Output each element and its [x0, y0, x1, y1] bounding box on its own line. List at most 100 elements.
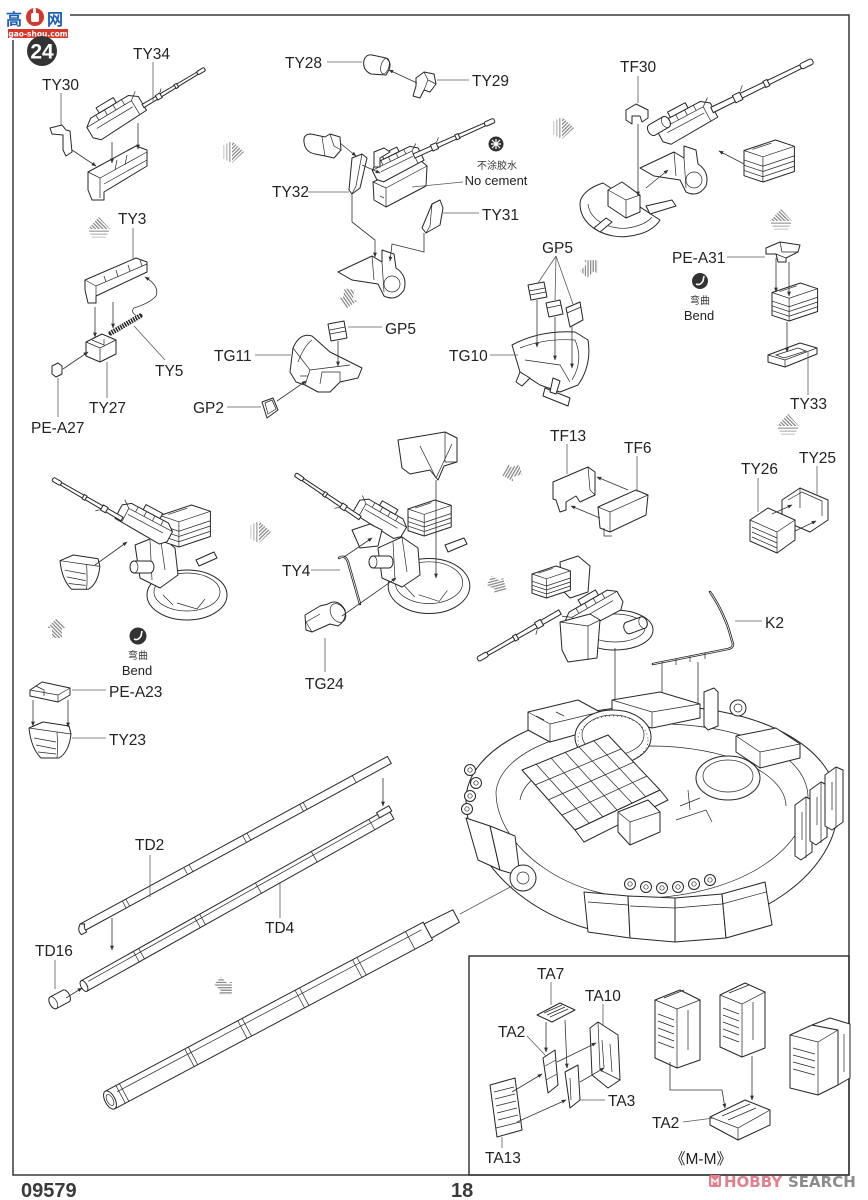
- receiver-body-part: [88, 146, 147, 200]
- turret-body: [462, 688, 844, 942]
- part-label-tg11: TG11: [214, 348, 252, 365]
- ty27-part: [86, 334, 116, 362]
- machine-gun-part: [367, 113, 497, 207]
- flow-arrow-up-icon: [770, 209, 792, 230]
- ty5-spring-part: [108, 313, 143, 336]
- gp2-part: [262, 398, 278, 418]
- logo-domain: gao-shou.com: [8, 29, 67, 38]
- part-label-pe-a27: PE-A27: [31, 420, 84, 437]
- ty32-part: [349, 154, 367, 194]
- bend-text-cn: 弯曲: [128, 649, 148, 662]
- flow-arrow-diagonal-icon: [210, 973, 239, 1002]
- part-label-tf30: TF30: [620, 59, 657, 76]
- inset-ammo-container-assembly: TA7 TA10 TA2 TA3 TA13 TA2 《M-M》: [485, 966, 850, 1168]
- logo-char-2: 网: [47, 10, 63, 29]
- source-brand-search: SEARCH: [788, 1173, 856, 1191]
- sight-assembly-part: [304, 134, 341, 158]
- bend-note-pe-a23: 弯曲 Bend: [122, 627, 152, 678]
- part-label-ty25: TY25: [799, 450, 836, 467]
- subassembly-tf13-tf6: TF13 TF6: [550, 428, 652, 536]
- flow-arrow-diagonal-icon: [47, 618, 67, 638]
- part-label-pe-a23: PE-A23: [109, 684, 162, 701]
- part-label-ty32: TY32: [272, 184, 309, 201]
- no-cement-text-en: No cement: [465, 173, 528, 188]
- ty33-part: [768, 343, 817, 367]
- ammo-container-assembled: [790, 1018, 850, 1095]
- part-label-pe-a31: PE-A31: [672, 250, 725, 267]
- subassembly-ty3: TY3 TY5 TY27 PE-A27: [31, 211, 183, 437]
- subassembly-tg11: TG11 GP5 GP2: [193, 321, 416, 418]
- ty31-part: [422, 200, 443, 233]
- gp5-plate-part: [546, 300, 563, 317]
- part-label-td4: TD4: [265, 920, 295, 937]
- main-gun-barrel-assembled: [101, 907, 461, 1111]
- flow-arrow-right-icon: [223, 141, 244, 163]
- part-label-ty30: TY30: [42, 77, 79, 94]
- ty23-part: [28, 721, 72, 759]
- tf30-part: [626, 104, 648, 124]
- no-cement-note: 不涂胶水 No cement: [465, 136, 528, 188]
- ammo-container-right: [720, 983, 765, 1057]
- tg11-part: [290, 335, 362, 392]
- pe-a31-part: [766, 242, 800, 262]
- part-label-tg24: TG24: [305, 676, 344, 693]
- part-label-ty34: TY34: [133, 46, 170, 63]
- ammo-box-part: [743, 139, 795, 183]
- flow-arrow-up-icon: [88, 217, 110, 238]
- part-label-ty3: TY3: [118, 211, 146, 228]
- machine-gun-assembled: [645, 52, 815, 148]
- part-label-tf6: TF6: [624, 440, 652, 457]
- ty34-gun-part: [80, 63, 207, 144]
- bend-icon: [692, 273, 708, 289]
- step-number-badge: 24: [27, 36, 57, 66]
- subassembly-ty34-ty30: TY34 TY30: [42, 46, 207, 200]
- flow-arrow-diagonal-icon: [576, 253, 605, 282]
- td16-part: [46, 987, 73, 1011]
- part-label-ty27: TY27: [89, 400, 126, 417]
- ta2-tray-part: [710, 1100, 770, 1140]
- part-label-ty26: TY26: [741, 461, 778, 478]
- kit-number: 09579: [21, 1180, 77, 1200]
- flow-arrow-right-icon: [553, 117, 574, 139]
- subassembly-pe-a23-ty23: PE-A23 TY23: [28, 682, 162, 759]
- site-watermark-logo: 高 网 gao-shou.com: [0, 0, 70, 40]
- hobby-search-logo-icon: [709, 1175, 721, 1187]
- ty30-part: [50, 125, 72, 156]
- part-label-ty23: TY23: [109, 732, 146, 749]
- td4-part: [77, 806, 395, 993]
- part-label-tf13: TF13: [550, 428, 586, 445]
- subassembly-ty26-ty25: TY26 TY25: [741, 450, 836, 553]
- side-era-containers: [795, 767, 843, 860]
- flow-arrow-diagonal-icon: [484, 571, 512, 600]
- tf13-part: [553, 467, 595, 512]
- part-label-tg10: TG10: [449, 348, 488, 365]
- page-frame: [12, 14, 850, 1176]
- bend-icon: [129, 627, 147, 645]
- view-label-m-m: 《M-M》: [670, 1151, 732, 1168]
- tg10-part: [512, 332, 589, 406]
- assembled-gun-with-basket: [49, 476, 228, 621]
- source-brand-hobby: HOBBY: [724, 1173, 783, 1191]
- half-dish-base: [580, 182, 676, 237]
- part-label-ta2-front: TA2: [498, 1024, 525, 1041]
- part-label-ta3: TA3: [608, 1093, 635, 1110]
- part-label-ta2-tray: TA2: [652, 1115, 679, 1132]
- ta3-part: [565, 1065, 580, 1108]
- subassembly-tf30: TF30: [580, 52, 815, 237]
- ta13-part: [490, 1078, 522, 1137]
- ty29-part: [413, 72, 436, 98]
- basket-part: [59, 554, 101, 590]
- no-cement-text-cn: 不涂胶水: [477, 159, 517, 172]
- subassembly-barrel: TD2 TD4 TD16: [35, 756, 396, 1011]
- pe-a27-part: [52, 363, 62, 377]
- k2-part: [651, 590, 735, 668]
- commander-hatch: [696, 756, 760, 800]
- logo-char-1: 高: [6, 10, 22, 29]
- bend-text-en: Bend: [684, 308, 714, 323]
- page-number: 18: [451, 1180, 473, 1200]
- td2-part: [76, 756, 392, 934]
- part-label-ta10: TA10: [585, 988, 621, 1005]
- ta7-part: [537, 1003, 575, 1022]
- tf6-part: [598, 490, 648, 536]
